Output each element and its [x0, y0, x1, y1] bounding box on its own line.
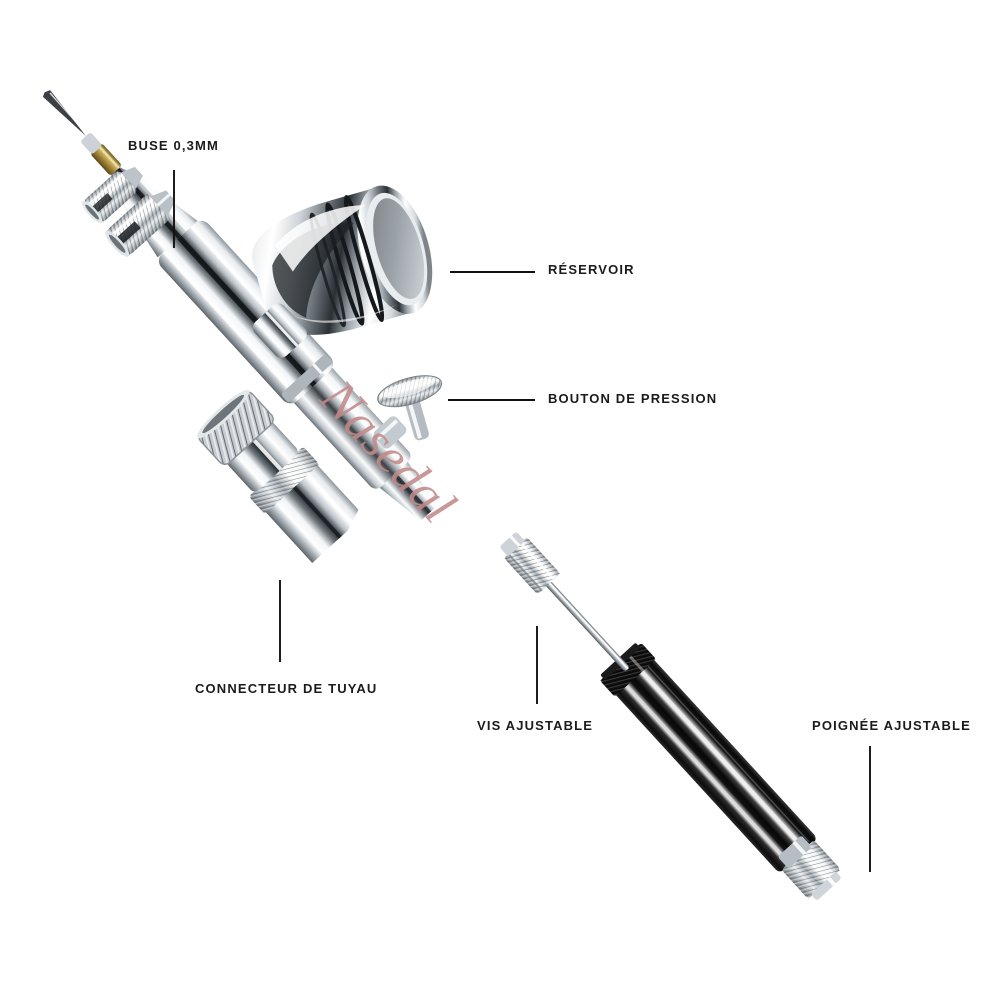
- black-handle: [599, 642, 841, 900]
- callout-label-reservoir: RÉSERVOIR: [548, 262, 635, 277]
- callout-label-trigger: BOUTON DE PRESSION: [548, 391, 718, 406]
- trigger-button: [373, 375, 443, 449]
- leader-lines: [173, 170, 871, 872]
- needle-assembly: [42, 90, 121, 175]
- callout-label-nozzle: BUSE 0,3MM: [128, 138, 219, 153]
- hose-connector: [196, 389, 359, 564]
- callout-label-adjust-screw: VIS AJUSTABLE: [477, 718, 594, 733]
- callout-label-hose-connector: CONNECTEUR DE TUYAU: [195, 681, 378, 696]
- paint-cup: [251, 185, 433, 358]
- adjustment-screw: [500, 532, 629, 671]
- callout-label-handle: POIGNÉE AJUSTABLE: [812, 718, 971, 733]
- nozzle-caps: [81, 166, 176, 257]
